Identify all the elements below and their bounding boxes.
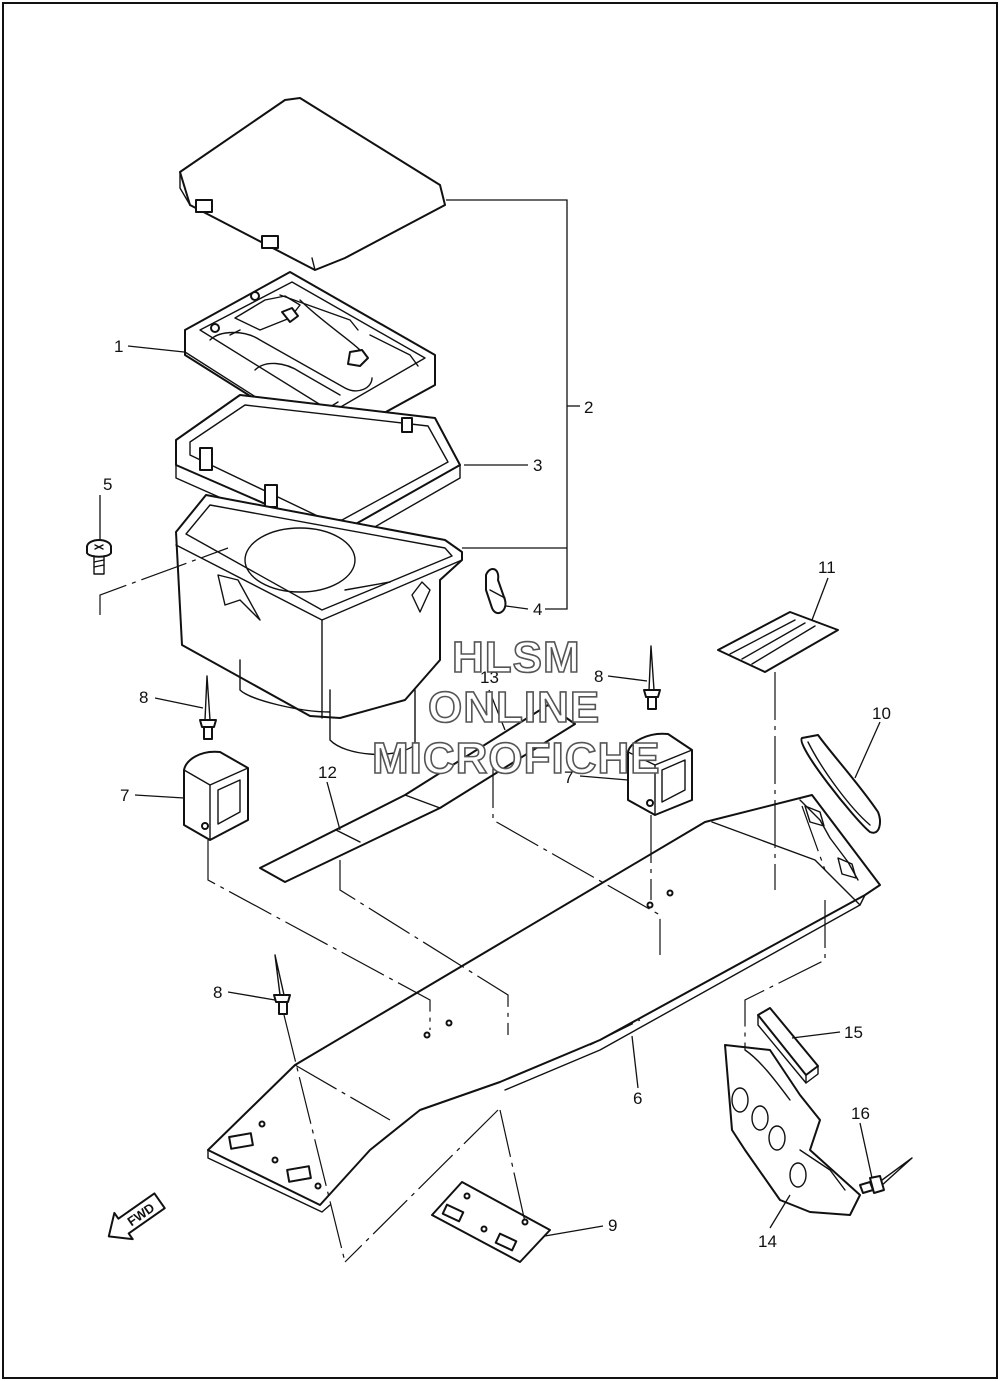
callout-4: 4 [533,600,542,619]
callout-12: 12 [318,763,337,782]
watermark-line-1: HLSM [452,633,581,682]
box-gasket-frame [175,394,461,545]
callout-14: 14 [758,1232,777,1251]
watermark-line-3: MICROFICHE [372,734,661,783]
rivet-part-16 [859,1157,913,1194]
callout-labels: 1 2 3 4 5 6 7 7 8 8 8 9 10 11 12 13 14 1… [103,337,891,1251]
pad-part-11 [717,611,839,673]
callout-8-right: 8 [594,667,603,686]
rivet-upper-right [643,645,661,710]
watermark: HLSM ONLINE MICROFICHE [371,632,661,784]
foam-block-part-15 [757,1007,819,1084]
tool-tray [184,271,436,441]
assembly-lines [99,547,826,1263]
bracket-left [183,750,249,841]
callout-6: 6 [633,1089,642,1108]
callout-1: 1 [114,337,123,356]
callout-3: 3 [533,456,542,475]
callout-7-right: 7 [564,768,573,787]
callout-2: 2 [584,398,593,417]
seal-strip-12-13 [259,704,576,883]
rivet-lower [273,954,291,1015]
callout-7-left: 7 [120,786,129,805]
callout-15: 15 [844,1023,863,1042]
clip-part-4 [485,568,507,615]
bracket-right [627,732,693,816]
callout-5: 5 [103,475,112,494]
leader-lines [99,345,881,1237]
rivet-left [199,675,217,740]
callout-10: 10 [872,704,891,723]
callout-8-lower: 8 [213,983,222,1002]
callout-11: 11 [818,558,836,577]
plate-part-9 [431,1181,551,1263]
base-plate-part-6 [207,794,881,1213]
watermark-line-2: ONLINE [428,683,600,732]
storage-box [175,494,463,756]
storage-box-lid [179,97,446,271]
mount-plate-part-14 [724,1044,861,1216]
callout-13: 13 [480,668,499,687]
forward-arrow-icon: FWD [107,1192,166,1241]
callout-8-left: 8 [139,688,148,707]
bolt-part-5 [86,539,112,575]
group-bracket-2 [446,199,580,610]
hose-part-10 [800,734,881,834]
callout-9: 9 [608,1216,617,1235]
callout-16: 16 [851,1104,870,1123]
